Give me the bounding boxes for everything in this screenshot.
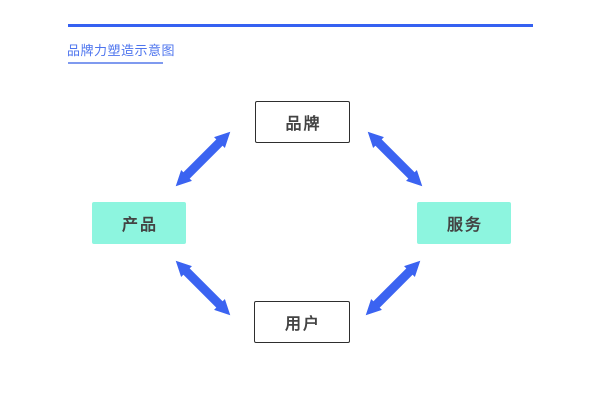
node-product-label: 产品 [121,217,158,234]
title-underline [68,62,163,64]
page-title: 品牌力塑造示意图 [67,43,176,58]
node-brand: 品牌 [255,101,350,143]
node-service: 服务 [417,202,511,244]
node-service-label: 服务 [446,217,483,234]
node-product: 产品 [92,202,186,244]
arrow-user-product [175,260,231,316]
node-user-label: 用户 [284,316,321,333]
node-user: 用户 [254,301,350,343]
top-divider-line [68,24,533,27]
arrow-brand-service [367,131,423,187]
arrow-service-user [365,260,421,316]
node-brand-label: 品牌 [285,116,322,133]
arrow-product-brand [175,131,231,187]
